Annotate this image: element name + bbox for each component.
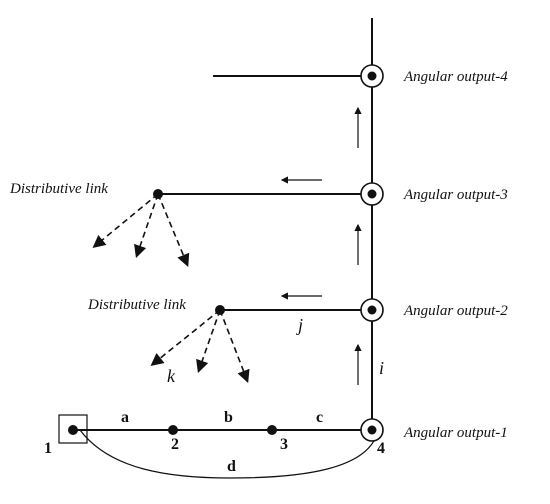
link-d-curve: [79, 429, 379, 479]
joint-output-4: [360, 64, 384, 88]
output-1-label: Angular output-1: [403, 425, 508, 441]
distributive-link-lower-label: Distributive link: [87, 297, 186, 313]
distributive-link-upper-label: Distributive link: [9, 181, 108, 197]
dashed-arrow-upper-2: [134, 193, 159, 259]
dashed-arrow-lower-1: [150, 309, 221, 367]
dashed-arrow-upper-1: [92, 193, 159, 249]
output-2-label: Angular output-2: [403, 303, 508, 319]
dashed-arrow-lower-3: [219, 309, 250, 383]
joint-output-3: [360, 182, 384, 206]
link-letter-k: k: [167, 366, 176, 386]
joint-output-1: [360, 418, 384, 442]
output-4-label: Angular output-4: [403, 69, 508, 85]
joint-output-2: [360, 298, 384, 322]
node-number-1: 1: [44, 440, 52, 457]
output-3-label: Angular output-3: [403, 187, 508, 203]
dashed-arrow-lower-2: [196, 309, 221, 374]
link-letter-j: j: [296, 315, 303, 335]
joint-2: [168, 425, 178, 435]
link-letter-i: i: [379, 358, 384, 378]
ground-frame: [58, 414, 88, 444]
joint-3: [267, 425, 277, 435]
dashed-arrow-upper-3: [157, 193, 190, 267]
link-letter-b: b: [224, 409, 233, 426]
node-number-2: 2: [171, 436, 179, 453]
link-letter-d: d: [227, 458, 236, 475]
joint-1: [68, 425, 78, 435]
link-letter-c: c: [316, 409, 323, 426]
link-letter-a: a: [121, 409, 129, 426]
node-number-3: 3: [280, 436, 288, 453]
node-number-4: 4: [377, 440, 385, 457]
